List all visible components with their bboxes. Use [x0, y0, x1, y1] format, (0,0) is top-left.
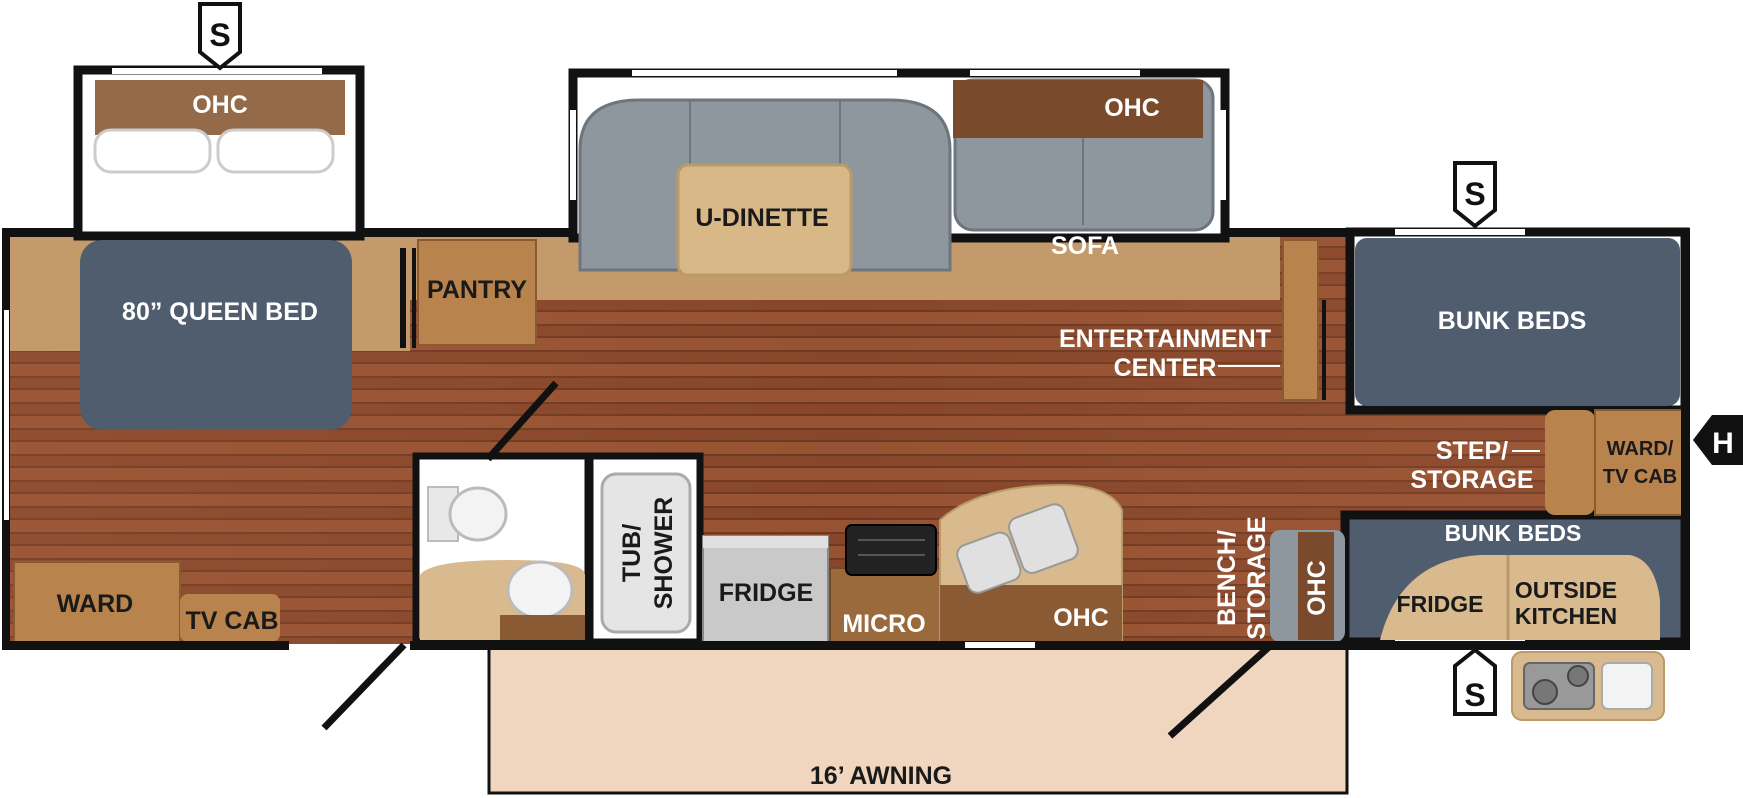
- slide-marker-label: S: [1464, 677, 1485, 713]
- label-bench-storage-1: BENCH/: [1213, 530, 1241, 626]
- label-tv-cab: TV CAB: [185, 607, 278, 635]
- label-awning: 16’ AWNING: [810, 762, 952, 790]
- label-step-storage-2: STORAGE: [1410, 466, 1533, 494]
- slide-marker-label: S: [209, 17, 230, 53]
- kitchen: [702, 483, 1123, 643]
- slide-marker-bunk-top: S: [1453, 161, 1497, 229]
- door-swing-entry: [1167, 643, 1273, 739]
- bathroom: [412, 452, 704, 646]
- outside-kitchen-unit: [1511, 651, 1665, 721]
- entertainment-door: [1322, 300, 1326, 400]
- label-fridge-outside: FRIDGE: [1397, 591, 1484, 617]
- slide-marker-bunk-bottom: S: [1453, 647, 1497, 716]
- label-ward: WARD: [57, 590, 133, 618]
- entertainment-center: [1282, 239, 1319, 401]
- living-slideout: [568, 68, 1230, 277]
- label-ohc-bedroom: OHC: [192, 91, 248, 119]
- awning-area: [487, 643, 1349, 795]
- tv-cabinet: [180, 594, 280, 642]
- ward-tv-cabinet: [1594, 409, 1684, 516]
- label-step-storage-1: STEP/: [1436, 437, 1508, 465]
- pantry-door: [400, 248, 406, 348]
- bunk-slideout-upper: [1345, 227, 1690, 415]
- label-fridge: FRIDGE: [719, 579, 813, 607]
- label-tub-shower-1: TUB/: [618, 524, 646, 582]
- label-bench-storage-2: STORAGE: [1243, 516, 1271, 639]
- label-u-dinette: U-DINETTE: [695, 204, 828, 232]
- step-storage: [1545, 410, 1595, 515]
- slide-marker-bedroom: S: [198, 2, 242, 71]
- label-queen-bed: 80” QUEEN BED: [122, 298, 318, 326]
- window-left: [4, 310, 9, 520]
- label-bunk-beds-upper: BUNK BEDS: [1438, 307, 1587, 335]
- pantry: [417, 239, 537, 346]
- label-entertainment-1: ENTERTAINMENT: [1059, 325, 1271, 353]
- window-bottom: [965, 642, 1035, 648]
- hitch-marker-label: H: [1712, 427, 1734, 460]
- label-outside-kitchen-1: OUTSIDE: [1515, 577, 1617, 603]
- slide-marker-label: S: [1464, 176, 1485, 212]
- label-micro: MICRO: [842, 610, 925, 638]
- door-swing-rear: [321, 642, 407, 731]
- bunk-ohc: [1298, 532, 1334, 640]
- label-entertainment-2: CENTER: [1114, 354, 1217, 382]
- label-tub-shower-2: SHOWER: [650, 497, 678, 610]
- label-ohc-kitchen: OHC: [1053, 604, 1109, 632]
- label-outside-kitchen-2: KITCHEN: [1515, 603, 1617, 629]
- label-ward-tv-cab-2: TV CAB: [1603, 466, 1677, 488]
- label-bunk-beds-lower: BUNK BEDS: [1445, 520, 1582, 546]
- bath-door: [485, 380, 559, 462]
- hitch-marker: H: [1693, 415, 1743, 465]
- label-ward-tv-cab-1: WARD/: [1607, 438, 1674, 460]
- label-ohc-sofa: OHC: [1104, 94, 1160, 122]
- label-sofa: SOFA: [1051, 232, 1119, 260]
- queen-bed: [80, 240, 352, 430]
- pantry-door-2: [412, 248, 416, 348]
- label-ohc-bunk: OHC: [1303, 560, 1331, 616]
- label-pantry: PANTRY: [427, 276, 527, 304]
- bedroom-slideout: [73, 65, 365, 241]
